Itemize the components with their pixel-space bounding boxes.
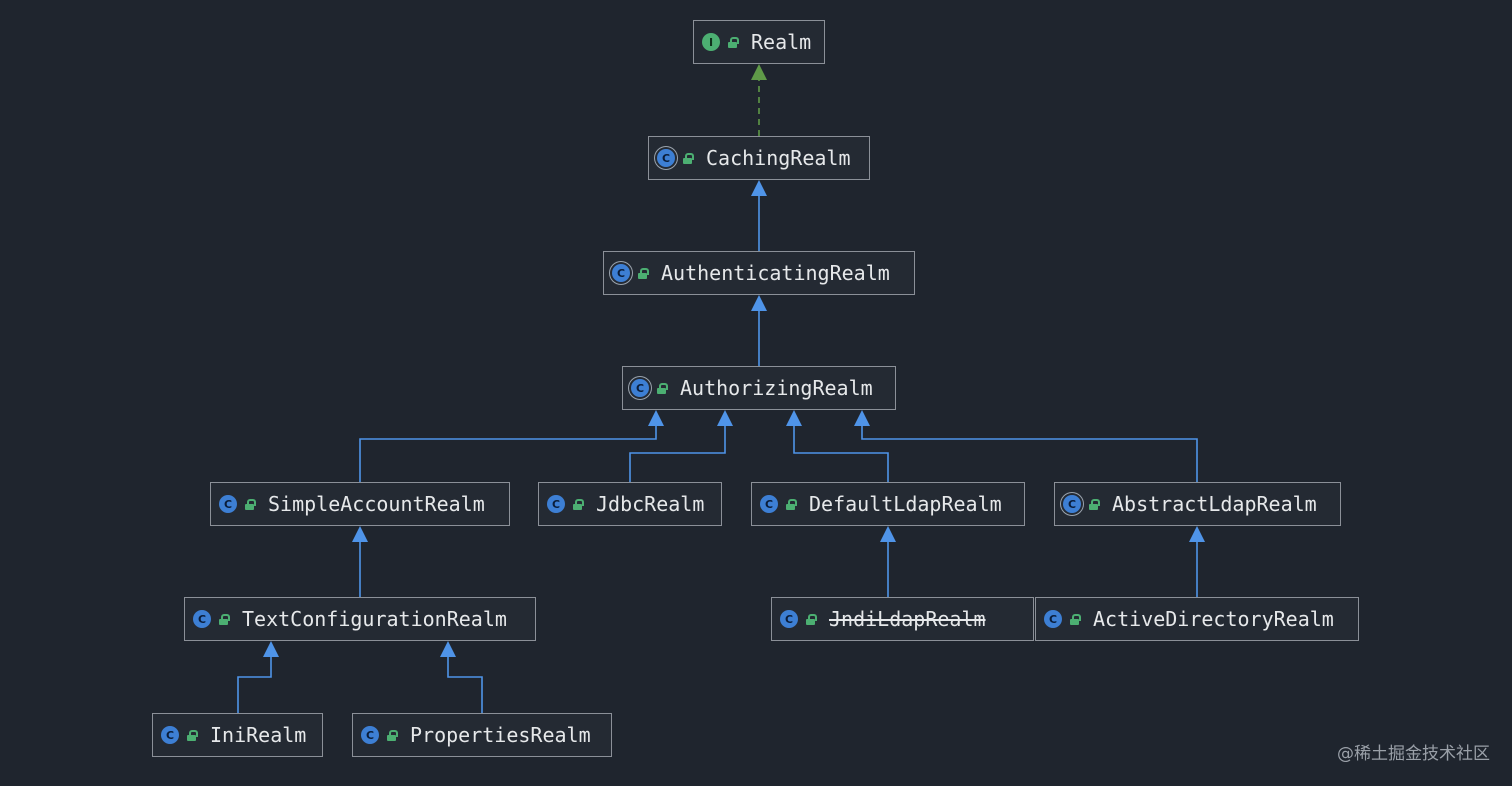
arrowhead-caching — [751, 64, 767, 80]
class-icon: C — [547, 495, 565, 513]
public-visibility-icon — [728, 36, 739, 48]
class-icon: C — [760, 495, 778, 513]
class-icon: C — [219, 495, 237, 513]
abstract-class-icon: C — [612, 264, 630, 282]
public-visibility-icon — [1089, 498, 1100, 510]
class-name-label: AbstractLdapRealm — [1112, 492, 1317, 516]
edge-simpleaccount-to-authorizing — [359, 426, 657, 482]
class-icon: C — [1044, 610, 1062, 628]
arrowhead-properties — [440, 641, 456, 657]
class-name-label: AuthenticatingRealm — [661, 261, 890, 285]
class-name-label: AuthorizingRealm — [680, 376, 873, 400]
class-node-jdbc[interactable]: C JdbcRealm — [538, 482, 722, 526]
class-node-authenticating[interactable]: C AuthenticatingRealm — [603, 251, 915, 295]
abstract-class-icon: C — [657, 149, 675, 167]
watermark: @稀土掘金技术社区 — [1337, 744, 1490, 764]
class-name-label: PropertiesRealm — [410, 723, 591, 747]
public-visibility-icon — [573, 498, 584, 510]
class-name-label: JndiLdapRealm — [829, 607, 986, 631]
arrowhead-defaultldap — [786, 410, 802, 426]
public-visibility-icon — [387, 729, 398, 741]
class-name-label: CachingRealm — [706, 146, 851, 170]
class-name-label: ActiveDirectoryRealm — [1093, 607, 1334, 631]
public-visibility-icon — [657, 382, 668, 394]
class-node-defaultldap[interactable]: C DefaultLdapRealm — [751, 482, 1025, 526]
arrowhead-simpleaccount — [648, 410, 664, 426]
class-name-label: SimpleAccountRealm — [268, 492, 485, 516]
abstract-class-icon: C — [1063, 495, 1081, 513]
class-node-activedirectory[interactable]: C ActiveDirectoryRealm — [1035, 597, 1359, 641]
edge-abstractldap-to-authorizing — [861, 426, 1198, 482]
public-visibility-icon — [786, 498, 797, 510]
class-icon: C — [193, 610, 211, 628]
class-node-caching[interactable]: C CachingRealm — [648, 136, 870, 180]
class-icon: C — [361, 726, 379, 744]
class-name-label: DefaultLdapRealm — [809, 492, 1002, 516]
class-node-properties[interactable]: C PropertiesRealm — [352, 713, 612, 757]
abstract-class-icon: C — [631, 379, 649, 397]
class-node-jndildap[interactable]: C JndiLdapRealm — [771, 597, 1034, 641]
class-node-simpleaccount[interactable]: C SimpleAccountRealm — [210, 482, 510, 526]
class-node-ini[interactable]: C IniRealm — [152, 713, 323, 757]
public-visibility-icon — [1070, 613, 1081, 625]
arrowhead-abstractldap — [854, 410, 870, 426]
arrowhead-jdbc — [717, 410, 733, 426]
class-name-label: JdbcRealm — [596, 492, 705, 516]
public-visibility-icon — [683, 152, 694, 164]
public-visibility-icon — [638, 267, 649, 279]
public-visibility-icon — [187, 729, 198, 741]
public-visibility-icon — [219, 613, 230, 625]
class-name-label: IniRealm — [210, 723, 307, 747]
class-node-textconfig[interactable]: C TextConfigurationRealm — [184, 597, 536, 641]
public-visibility-icon — [245, 498, 256, 510]
class-icon: C — [780, 610, 798, 628]
arrowhead-activedirectory — [1189, 526, 1205, 542]
edge-ini-to-textconfig — [237, 657, 272, 713]
class-node-realm[interactable]: I Realm — [693, 20, 825, 64]
public-visibility-icon — [806, 613, 817, 625]
class-icon: C — [161, 726, 179, 744]
arrowhead-authenticating — [751, 180, 767, 196]
arrowhead-ini — [263, 641, 279, 657]
arrowhead-textconfig — [352, 526, 368, 542]
edge-jdbc-to-authorizing — [629, 426, 726, 482]
interface-icon: I — [702, 33, 720, 51]
edge-properties-to-textconfig — [447, 657, 483, 713]
edge-defaultldap-to-authorizing — [793, 426, 889, 482]
class-name-label: Realm — [751, 30, 812, 54]
class-name-label: TextConfigurationRealm — [242, 607, 507, 631]
class-node-abstractldap[interactable]: C AbstractLdapRealm — [1054, 482, 1341, 526]
arrowhead-jndildap — [880, 526, 896, 542]
arrowhead-authorizing — [751, 295, 767, 311]
class-node-authorizing[interactable]: C AuthorizingRealm — [622, 366, 896, 410]
